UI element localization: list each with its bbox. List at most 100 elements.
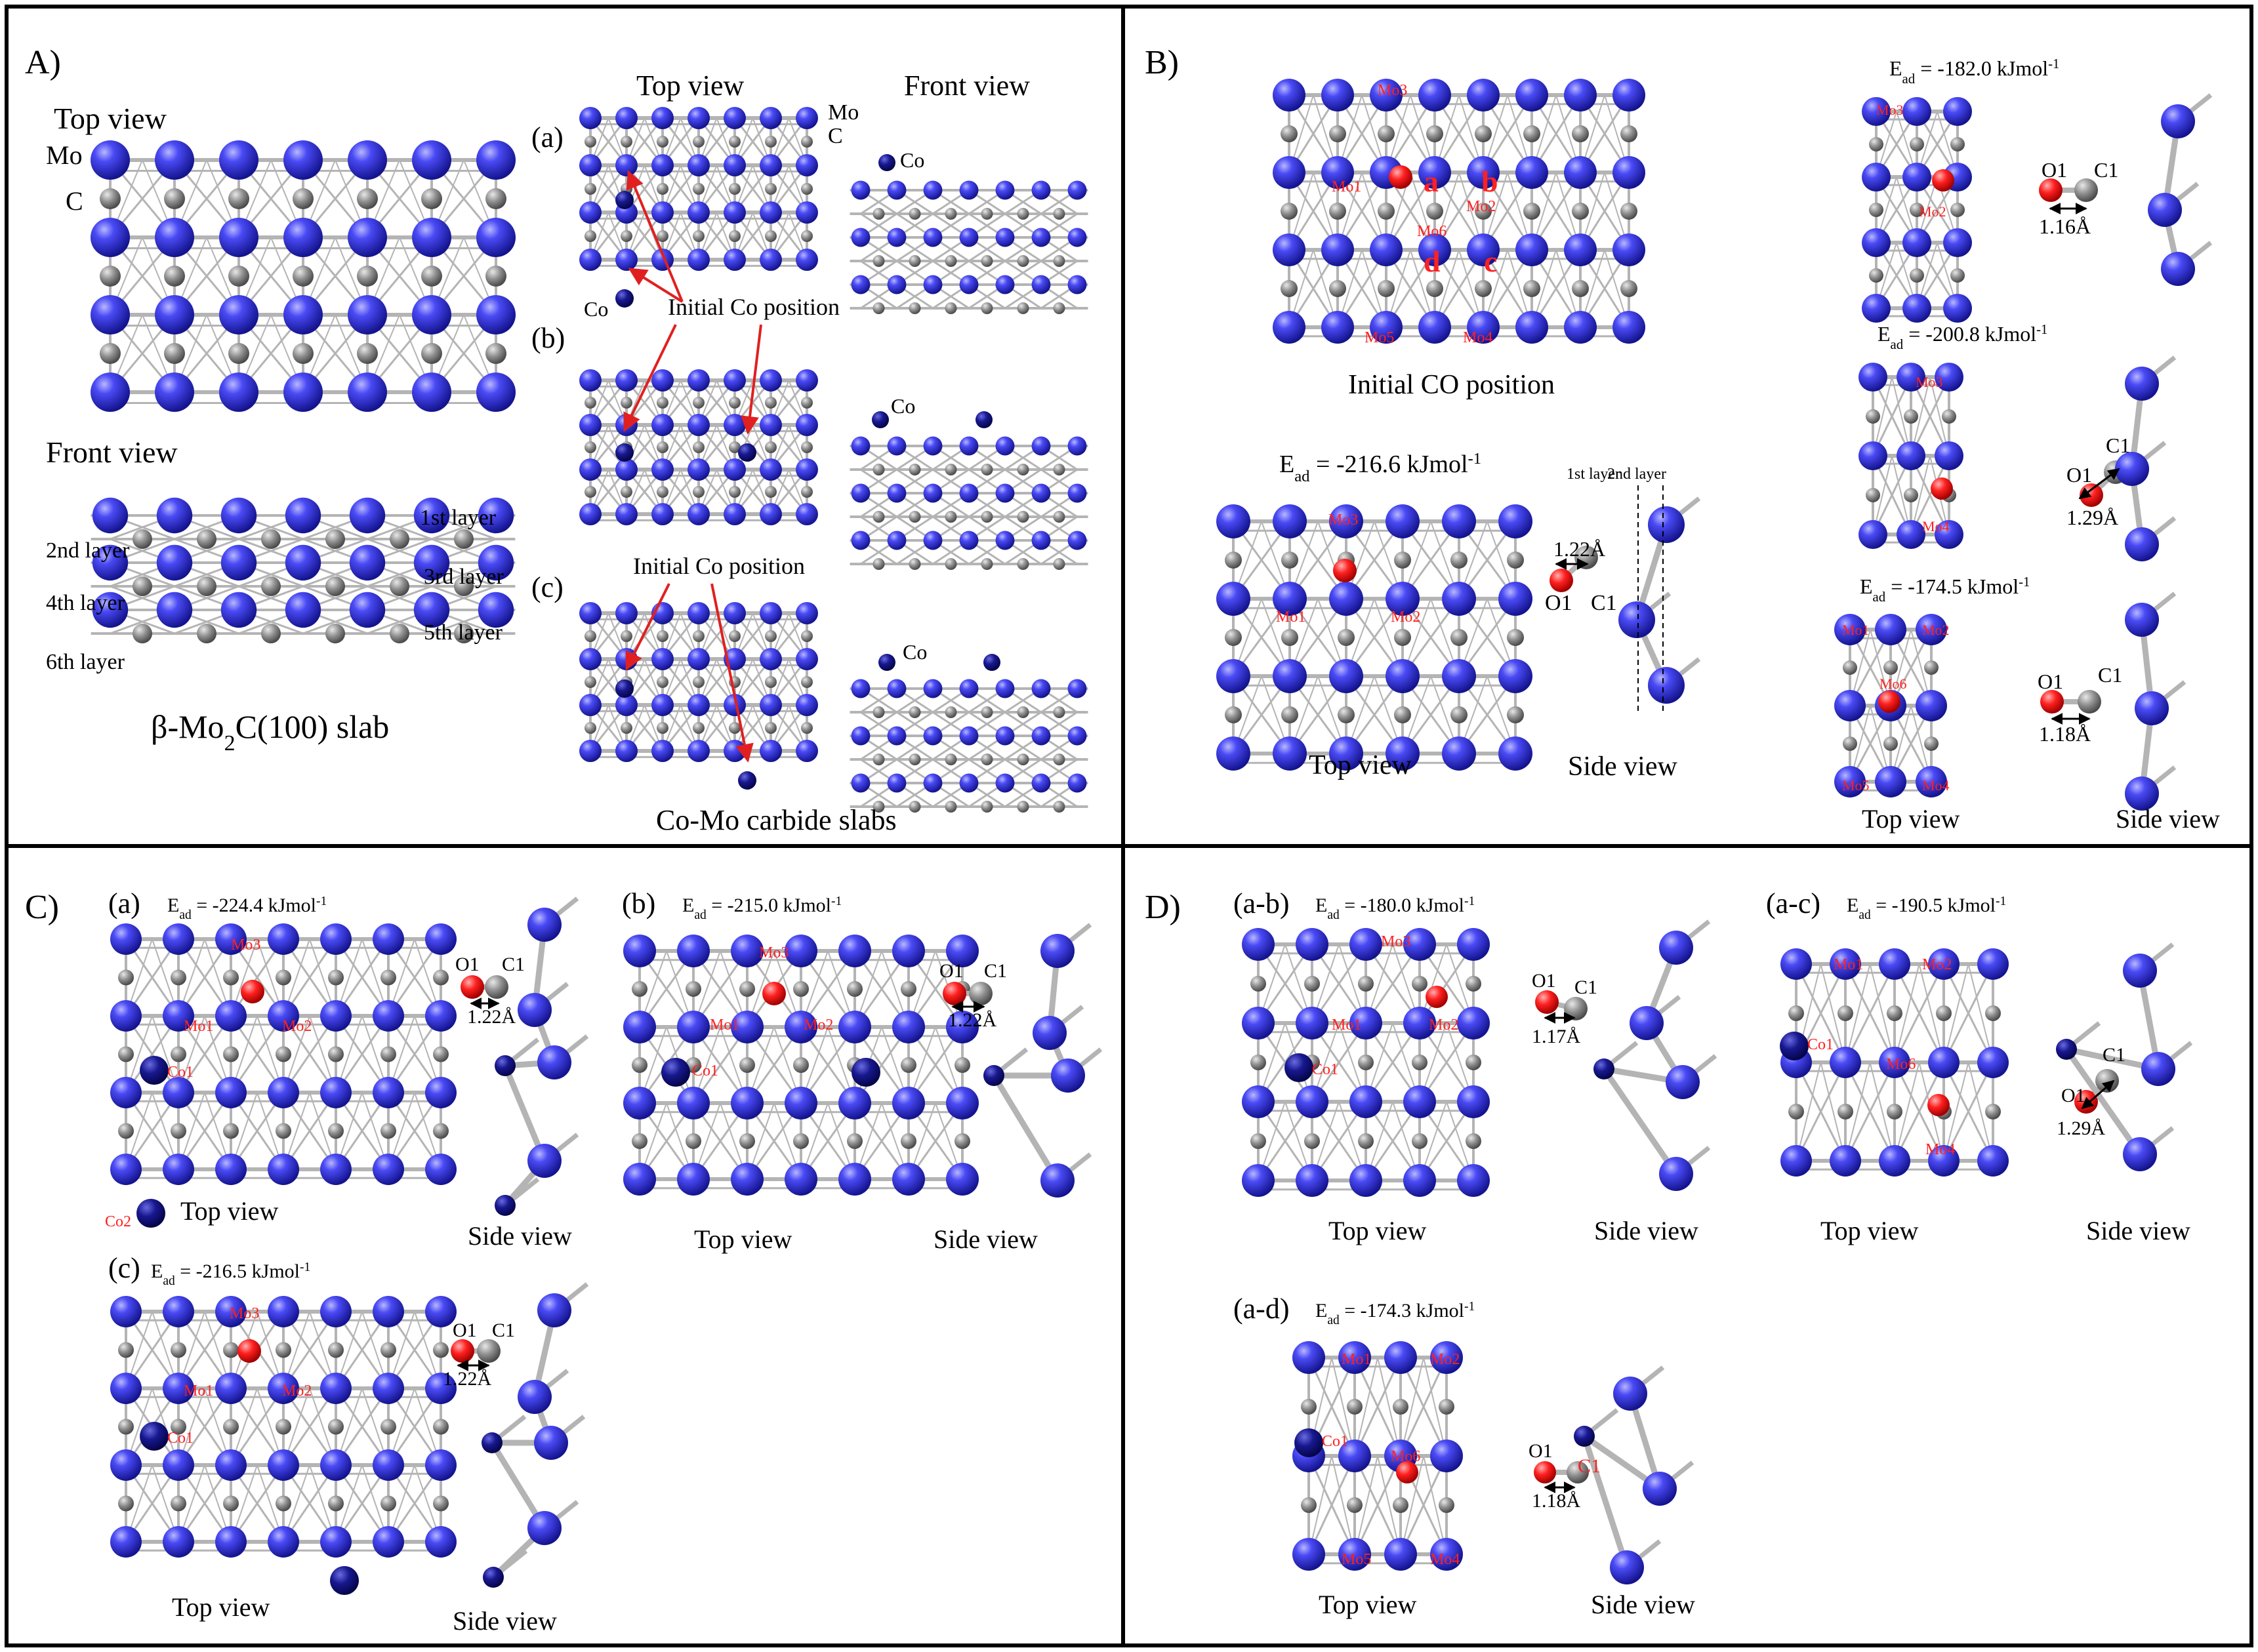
mo-atom bbox=[413, 592, 450, 628]
c-atom bbox=[909, 706, 921, 718]
mo-atom bbox=[677, 1011, 710, 1043]
mo-atom bbox=[1067, 531, 1087, 550]
c-atom bbox=[1450, 629, 1468, 646]
mo-atom bbox=[476, 140, 516, 180]
c-atom bbox=[729, 722, 741, 734]
side-view-chain bbox=[1618, 496, 1701, 704]
c-atom bbox=[433, 1342, 449, 1358]
c-atom bbox=[1985, 1005, 2001, 1021]
co-atom bbox=[136, 1199, 165, 1228]
front-view-slab bbox=[850, 180, 1088, 314]
mo-atom bbox=[476, 373, 516, 412]
mo-atom bbox=[1780, 948, 1812, 980]
c-atom bbox=[909, 801, 921, 813]
mo-atom bbox=[651, 154, 674, 176]
c-atom bbox=[1378, 125, 1395, 142]
co-atom bbox=[482, 1432, 503, 1453]
c-atom bbox=[223, 1123, 239, 1139]
mo-atom bbox=[1403, 1085, 1436, 1118]
mo-atom bbox=[851, 275, 871, 294]
front-view-slab bbox=[91, 497, 516, 643]
mo-atom bbox=[760, 694, 782, 716]
adsorption-energy-label: Ead = -200.8 kJmol-1 bbox=[1878, 322, 2047, 352]
mo-atom bbox=[156, 497, 193, 534]
mo-atom bbox=[887, 436, 907, 456]
mo-atom bbox=[219, 218, 258, 257]
c-atom bbox=[1523, 280, 1540, 297]
mo-atom bbox=[285, 592, 321, 628]
mo-atom bbox=[959, 436, 979, 456]
mo-atom bbox=[1292, 1538, 1325, 1571]
c-atom bbox=[765, 630, 777, 642]
side-view-chain bbox=[2125, 592, 2186, 811]
mo-atom bbox=[215, 1077, 247, 1108]
c-atom bbox=[223, 1046, 239, 1062]
mo-atom bbox=[478, 497, 514, 534]
mo-atom bbox=[923, 228, 943, 247]
mo-atom bbox=[1897, 520, 1925, 549]
subpanel-b-label: (b) bbox=[531, 322, 565, 354]
mo-atom bbox=[534, 1426, 568, 1460]
mo-atom bbox=[995, 180, 1015, 200]
c-atom bbox=[328, 1046, 344, 1062]
slab-structure bbox=[110, 923, 457, 1185]
o-atom bbox=[461, 975, 484, 999]
mo-atom bbox=[1040, 1163, 1075, 1198]
mo-atom bbox=[995, 679, 1015, 698]
c-atom bbox=[621, 486, 632, 498]
mo-atom bbox=[320, 1449, 352, 1481]
c-atom bbox=[729, 183, 741, 195]
c-atom bbox=[686, 1133, 701, 1149]
mo-atom bbox=[688, 602, 710, 624]
mo-atom bbox=[155, 373, 194, 412]
co-atom bbox=[495, 1055, 516, 1076]
top-view-label: Top view bbox=[636, 70, 745, 102]
slab-structure bbox=[579, 602, 818, 762]
mo-atom bbox=[1067, 483, 1087, 503]
mo-atom bbox=[579, 154, 602, 176]
mo-atom bbox=[1977, 948, 2009, 980]
mo-atom bbox=[1031, 773, 1051, 793]
pointer-arrow bbox=[625, 583, 670, 671]
mo-atom bbox=[785, 935, 817, 967]
co-atom bbox=[495, 1195, 516, 1216]
c-atom bbox=[657, 486, 668, 498]
c-atom bbox=[657, 722, 668, 734]
c-atom bbox=[1507, 706, 1524, 723]
mo-atom bbox=[579, 694, 602, 716]
mo-atom bbox=[1928, 1145, 1960, 1177]
c1-label: C1 bbox=[502, 954, 525, 975]
mo-atom bbox=[731, 1087, 764, 1119]
adsorption-energy-label: Ead = -216.6 kJmol-1 bbox=[1279, 450, 1481, 485]
slab-structure bbox=[623, 935, 979, 1196]
mo-atom bbox=[651, 503, 674, 525]
mo-atom bbox=[959, 275, 979, 294]
mo-atom bbox=[651, 201, 674, 224]
c-atom bbox=[765, 441, 777, 453]
mo-atom bbox=[1273, 79, 1305, 111]
c-atom bbox=[223, 1495, 239, 1512]
c-atom bbox=[293, 343, 314, 364]
c-atom bbox=[739, 1133, 755, 1149]
c-atom bbox=[657, 676, 668, 688]
mo-atom bbox=[796, 602, 818, 624]
c-atom bbox=[325, 576, 345, 596]
subpanel-ad-label: (a-d) bbox=[1233, 1293, 1290, 1325]
side-view-chain bbox=[1574, 1365, 1694, 1584]
mo-atom bbox=[959, 483, 979, 503]
bond-length-label: 1.22Å bbox=[443, 1368, 492, 1390]
subpanel-ac-label: (a-c) bbox=[1766, 887, 1820, 919]
mo-atom bbox=[615, 602, 638, 624]
top-view-caption: Top view bbox=[172, 1592, 270, 1622]
mo1-label: Mo1 bbox=[710, 1017, 739, 1034]
c-atom bbox=[909, 464, 921, 475]
c-atom bbox=[118, 1495, 134, 1512]
mo-atom bbox=[724, 694, 746, 716]
mo-atom bbox=[425, 1526, 457, 1558]
co-atom bbox=[983, 1065, 1004, 1086]
mo-atom bbox=[1242, 1164, 1275, 1197]
o-atom bbox=[241, 980, 264, 1003]
c-atom bbox=[390, 529, 409, 549]
c1-label: C1 bbox=[2103, 1044, 2125, 1066]
subpanel-a-label: (a) bbox=[108, 887, 140, 919]
